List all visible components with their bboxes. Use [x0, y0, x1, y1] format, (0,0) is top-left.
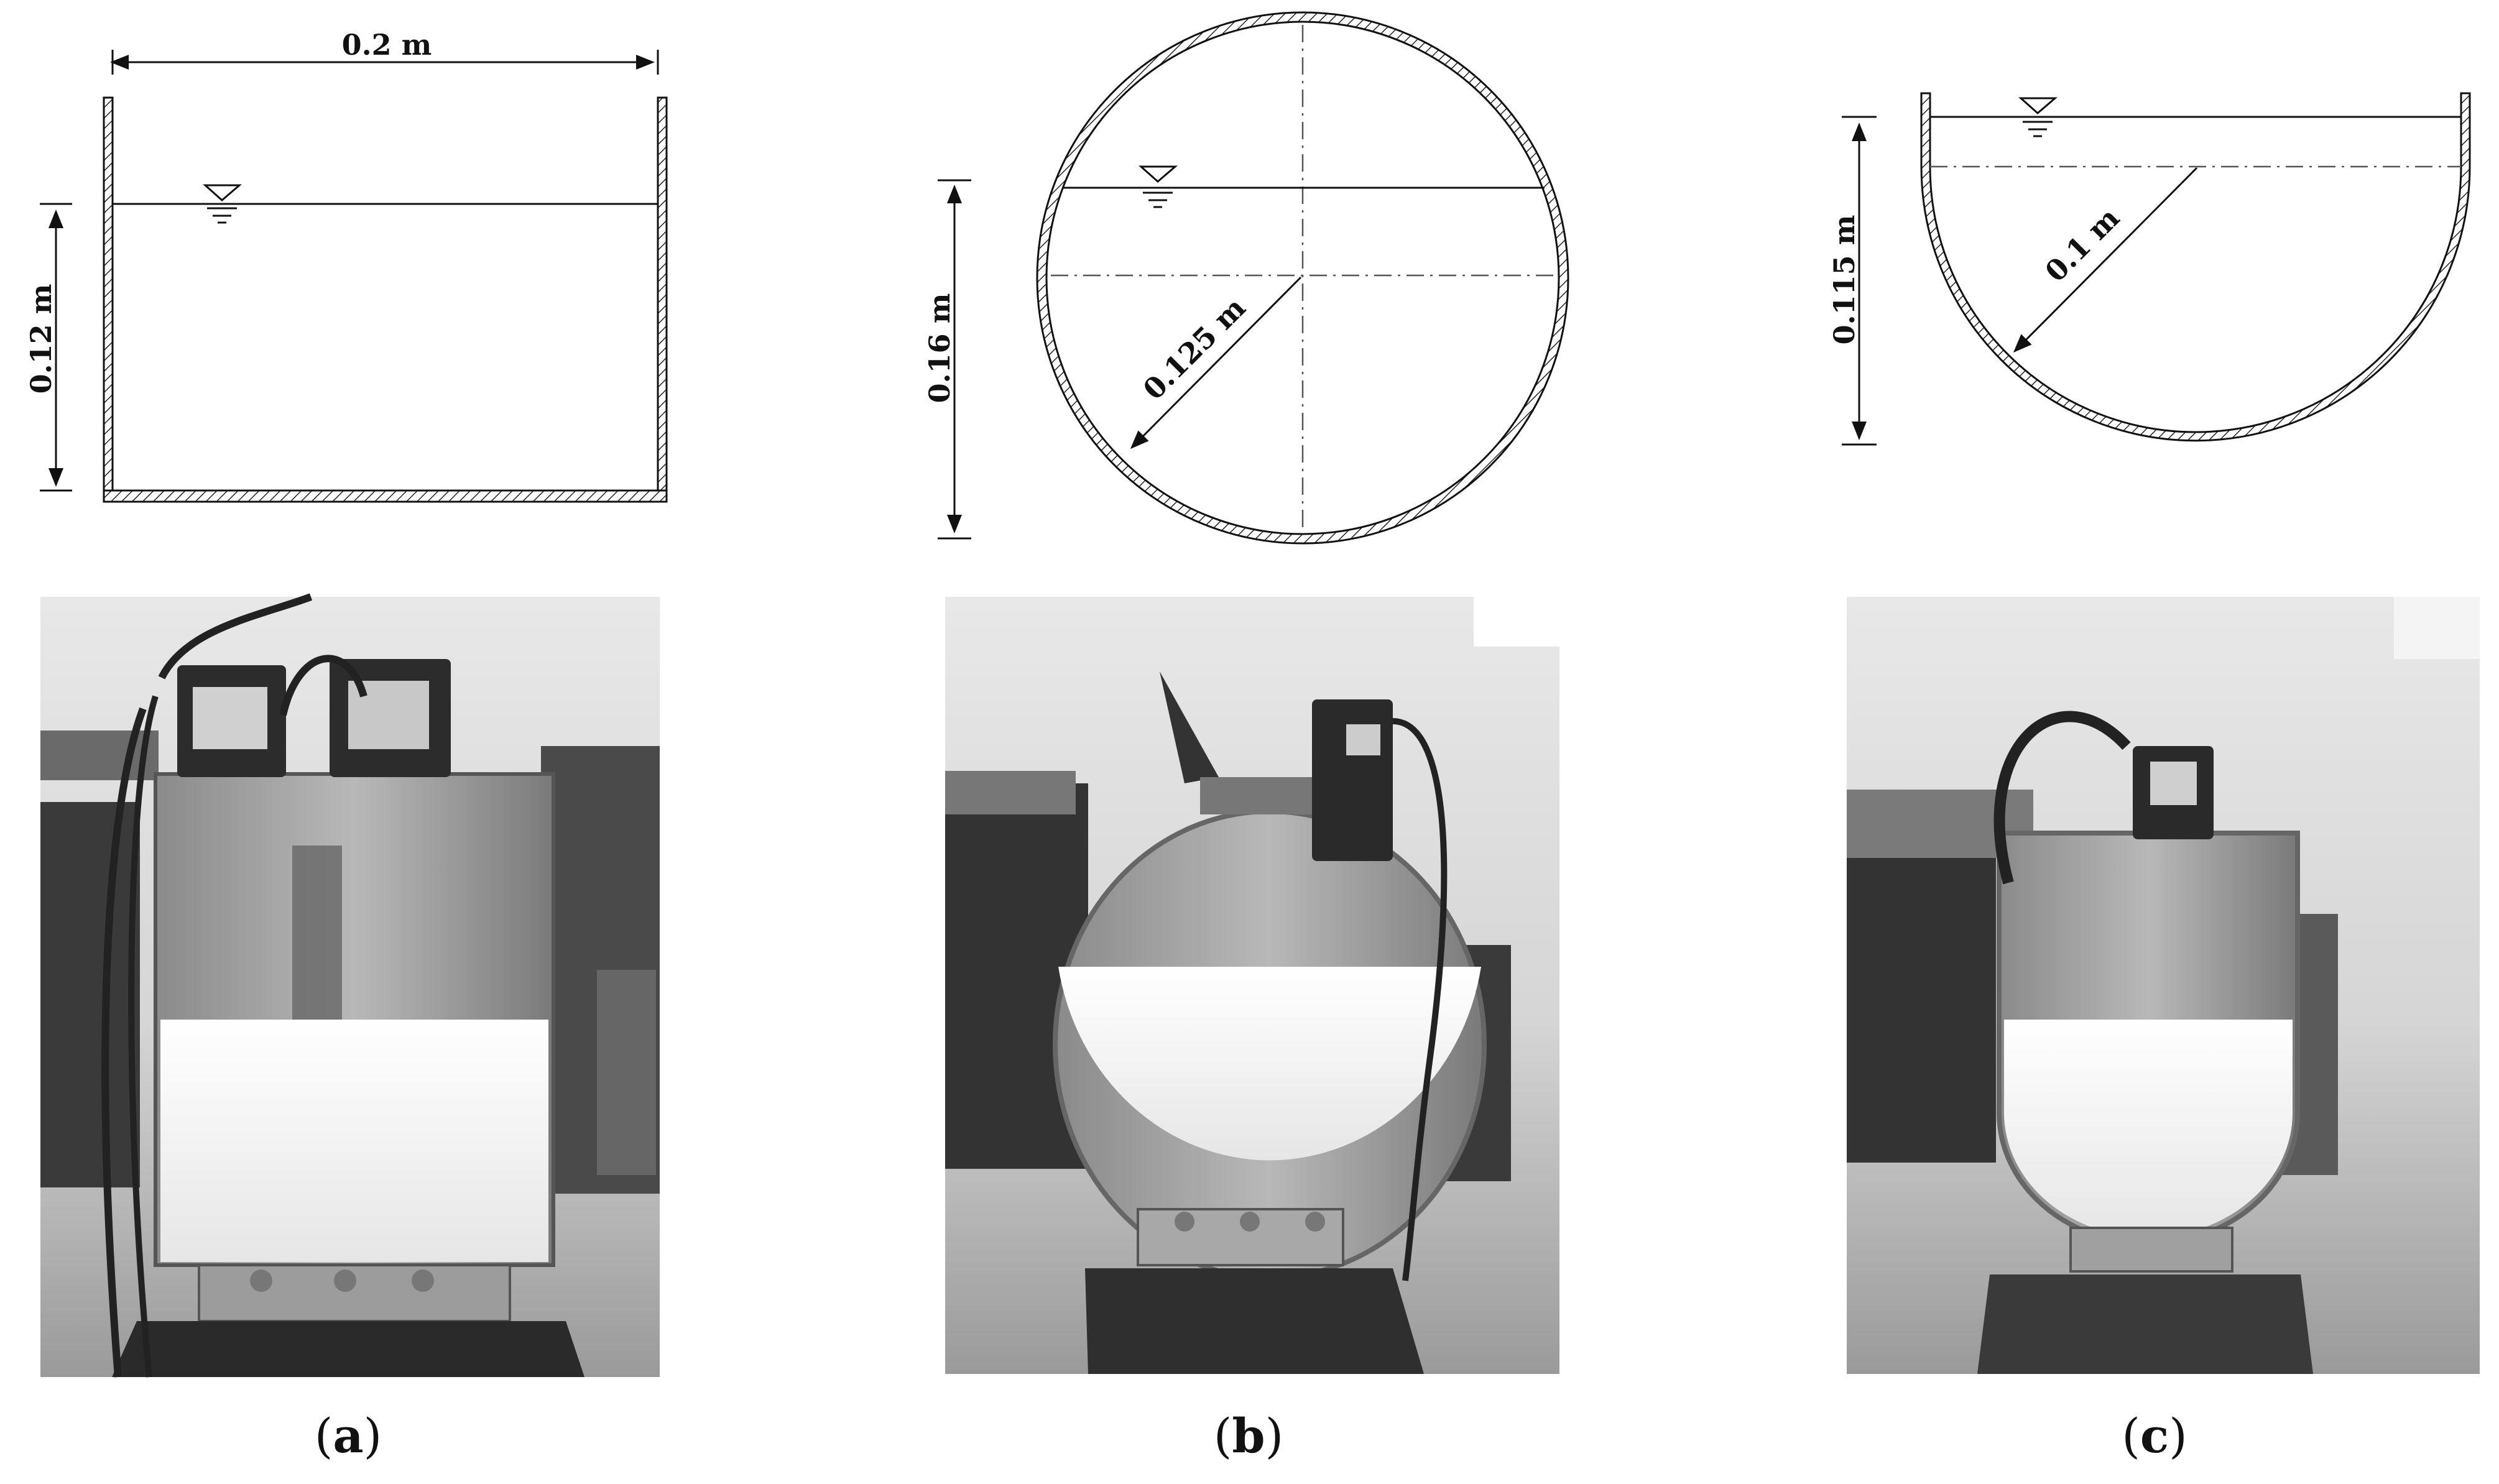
- panel-b-caption: (b): [1213, 1408, 1284, 1463]
- tank-b-radius-arrow: [1130, 276, 1302, 449]
- water-level-symbol: [1139, 165, 1178, 208]
- water-level-symbol: [203, 184, 243, 224]
- panel-c-drawing: 0.1 m 0.115 m: [1827, 92, 2471, 446]
- tank-a-left-wall: [103, 96, 114, 503]
- tank-c-shell: [1920, 92, 2471, 442]
- tank-c-height-label: 0.115 m: [1827, 215, 1861, 345]
- tank-a-right-wall: [657, 96, 668, 503]
- water-level-symbol: [2018, 97, 2058, 137]
- tank-c-radius-label: 0.1 m: [2038, 201, 2126, 288]
- photo-a: [40, 593, 660, 1378]
- panel-a-caption: (a): [314, 1408, 382, 1463]
- photo-c: [1847, 597, 2480, 1374]
- tank-c-radius-arrow: [2013, 167, 2198, 353]
- panel-a-drawing: 0.2 m 0.12 m: [24, 28, 668, 503]
- panel-c-caption: (c): [2122, 1408, 2187, 1463]
- panel-b-drawing: 0.125 m 0.16 m: [923, 11, 1569, 545]
- tank-a-bottom: [103, 489, 668, 503]
- tank-a-height-label: 0.12 m: [24, 284, 58, 394]
- photo-b: [945, 597, 1559, 1374]
- tank-b-height-label: 0.16 m: [923, 293, 956, 403]
- tank-a-width-label: 0.2 m: [342, 28, 432, 62]
